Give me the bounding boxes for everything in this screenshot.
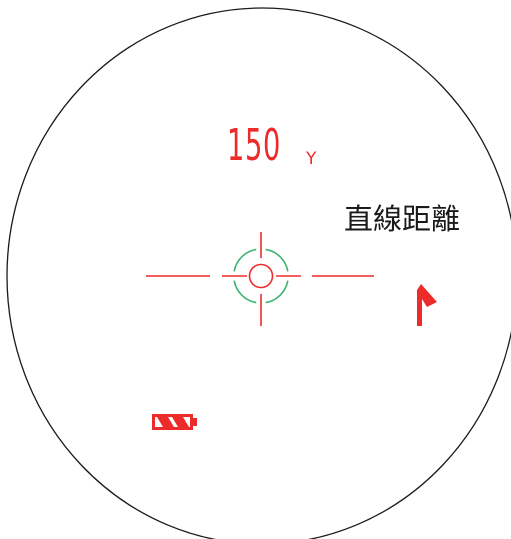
reticle-arc-bottom-right [265,280,289,304]
reticle-arc-bottom-left [233,280,257,304]
viewfinder-circle [6,7,511,539]
reticle-ring [233,248,289,304]
distance-readout: 150 [227,120,281,171]
crosshair [146,232,374,326]
measure-mode-label: 直線距離 [344,202,461,236]
flag-icon [417,284,437,326]
crosshair-center-circle [248,263,274,289]
distance-unit: Y [306,149,317,169]
reticle-arc-top-left [233,248,257,272]
reticle-arc-top-right [265,248,289,272]
battery-icon [152,414,197,430]
